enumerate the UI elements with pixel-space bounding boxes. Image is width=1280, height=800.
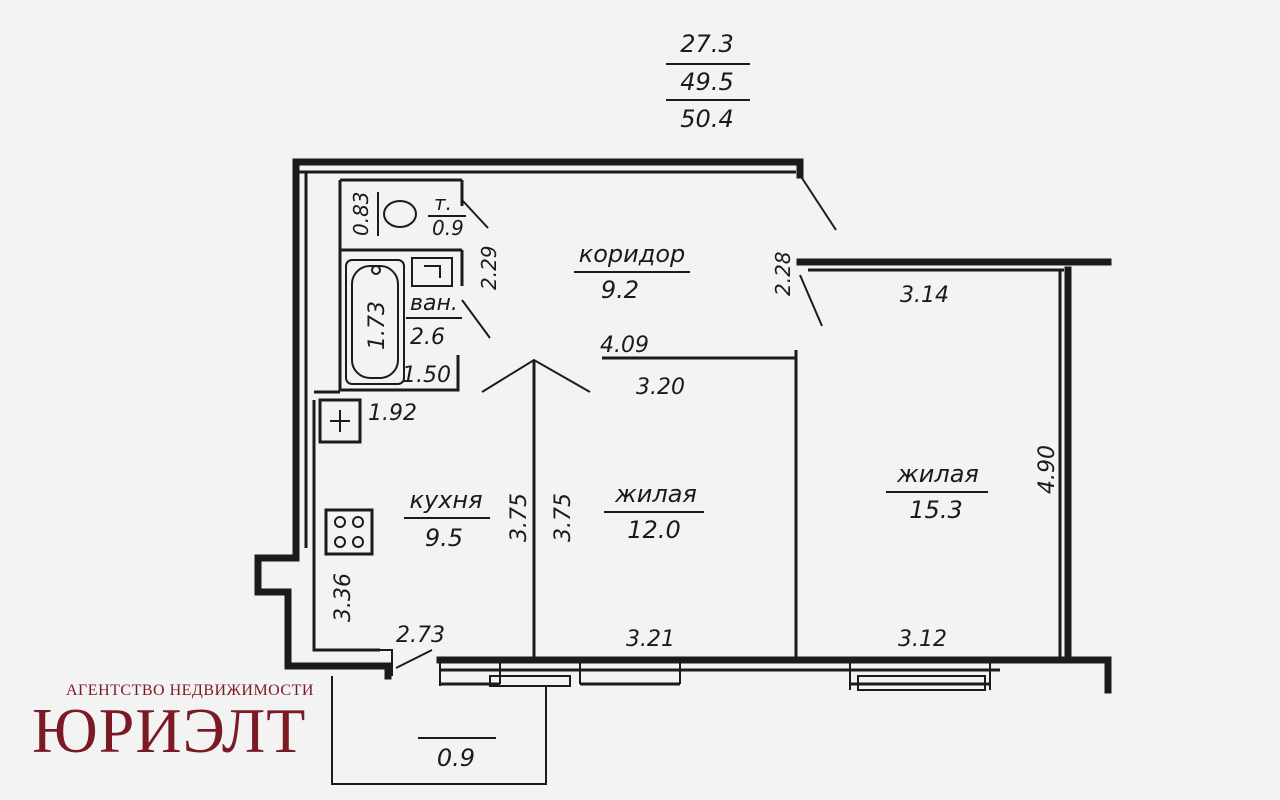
interior-walls <box>314 174 837 676</box>
dim-corridor-right: 2.28 <box>771 251 795 296</box>
area-summary: 27.3 49.5 50.4 <box>666 30 750 133</box>
kitchen-area: 9.5 <box>425 524 463 552</box>
dim-room1-bottom: 3.21 <box>626 627 675 652</box>
corridor-area: 9.2 <box>601 276 639 304</box>
toilet-icon <box>377 192 417 236</box>
room-labels: т. 0.9 ван. 2.6 коридор 9.2 кухня 9.5 жи… <box>404 191 988 772</box>
total-area-with-balcony: 50.4 <box>680 105 733 133</box>
bathroom-area: 2.6 <box>410 325 445 350</box>
total-area: 49.5 <box>680 68 733 96</box>
living1-area: 12.0 <box>627 516 680 544</box>
toilet-area: 0.9 <box>432 216 464 240</box>
sink-icon <box>411 257 453 287</box>
dim-room2-top: 3.14 <box>900 283 949 308</box>
dim-room1-top: 3.20 <box>636 375 685 400</box>
watermark-subtitle: АГЕНТСТВО НЕДВИЖИМОСТИ <box>66 682 314 699</box>
dimension-labels: 0.83 2.29 2.28 1.73 1.50 1.92 4.09 3.20 … <box>331 191 1060 652</box>
balcony-area: 0.9 <box>437 744 475 772</box>
stove-icon <box>324 508 374 556</box>
kitchen-name: кухня <box>409 486 482 514</box>
dim-corridor-length: 4.09 <box>600 333 649 358</box>
dim-bath-width: 1.50 <box>402 363 451 388</box>
living2-name: жилая <box>896 460 979 488</box>
dim-kitchen-height-left: 3.36 <box>331 573 356 622</box>
fixtures <box>318 192 547 785</box>
dim-kitchen-top: 1.92 <box>368 401 417 426</box>
bathtub-icon <box>345 259 405 385</box>
watermark-title: ЮРИЭЛТ <box>32 695 307 766</box>
dim-room1-height: 3.75 <box>551 493 576 542</box>
living2-area: 15.3 <box>909 496 962 524</box>
dim-toilet-length: 2.29 <box>477 245 501 290</box>
corridor-name: коридор <box>579 240 686 268</box>
balcony-outline <box>331 676 547 785</box>
dim-bath-length: 1.73 <box>365 301 390 350</box>
kitchen-sink-icon <box>318 398 362 444</box>
dim-toilet-width: 0.83 <box>349 191 373 236</box>
living-area-total: 27.3 <box>680 30 733 58</box>
dim-kitchen-height-right: 3.75 <box>507 493 532 542</box>
living1-name: жилая <box>614 480 697 508</box>
outer-walls <box>254 158 1112 694</box>
dim-kitchen-bottom: 2.73 <box>396 623 445 648</box>
dim-room2-height: 4.90 <box>1035 445 1060 494</box>
agency-watermark: АГЕНТСТВО НЕДВИЖИМОСТИ ЮРИЭЛТ <box>32 682 314 766</box>
dim-room2-bottom: 3.12 <box>898 627 947 652</box>
bathroom-name: ван. <box>410 291 458 316</box>
toilet-name: т. <box>434 191 452 215</box>
